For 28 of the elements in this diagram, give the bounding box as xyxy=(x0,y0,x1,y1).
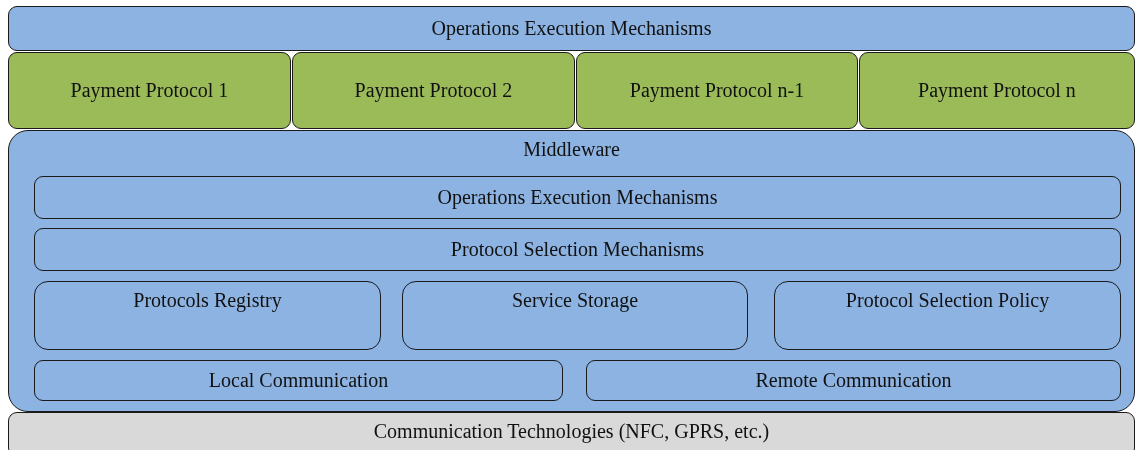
component-box xyxy=(774,281,1121,350)
protocol-box xyxy=(859,52,1135,129)
component-box xyxy=(34,228,1121,271)
component-box xyxy=(34,176,1121,219)
box-label: Communication Technologies (NFC, GPRS, etc.) xyxy=(373,419,770,445)
protocol-box xyxy=(576,52,858,129)
box-label: Local Communication xyxy=(208,368,389,393)
protocol-box xyxy=(292,52,575,129)
component-box xyxy=(34,360,563,401)
box-label: Payment Protocol 1 xyxy=(70,78,229,104)
protocol-box xyxy=(8,52,291,129)
middleware-container xyxy=(8,130,1135,412)
box-label: Protocol Selection Mechanisms xyxy=(450,237,705,262)
box-label: Payment Protocol n-1 xyxy=(629,78,805,104)
box-label: Protocol Selection Policy xyxy=(845,288,1050,314)
box-label: Remote Communication xyxy=(755,368,952,393)
box-label: Operations Execution Mechanisms xyxy=(437,185,718,211)
box-label: Payment Protocol 2 xyxy=(354,78,513,104)
layer-box xyxy=(8,6,1135,51)
component-box xyxy=(586,360,1121,401)
box-label: Service Storage xyxy=(511,288,639,314)
layer-box xyxy=(8,412,1135,450)
component-box xyxy=(34,281,381,350)
box-label: Middleware xyxy=(523,137,620,162)
box-label: Operations Execution Mechanisms xyxy=(431,16,712,42)
component-box xyxy=(402,281,748,350)
box-label: Payment Protocol n xyxy=(918,78,1076,104)
box-label: Protocols Registry xyxy=(133,288,282,314)
